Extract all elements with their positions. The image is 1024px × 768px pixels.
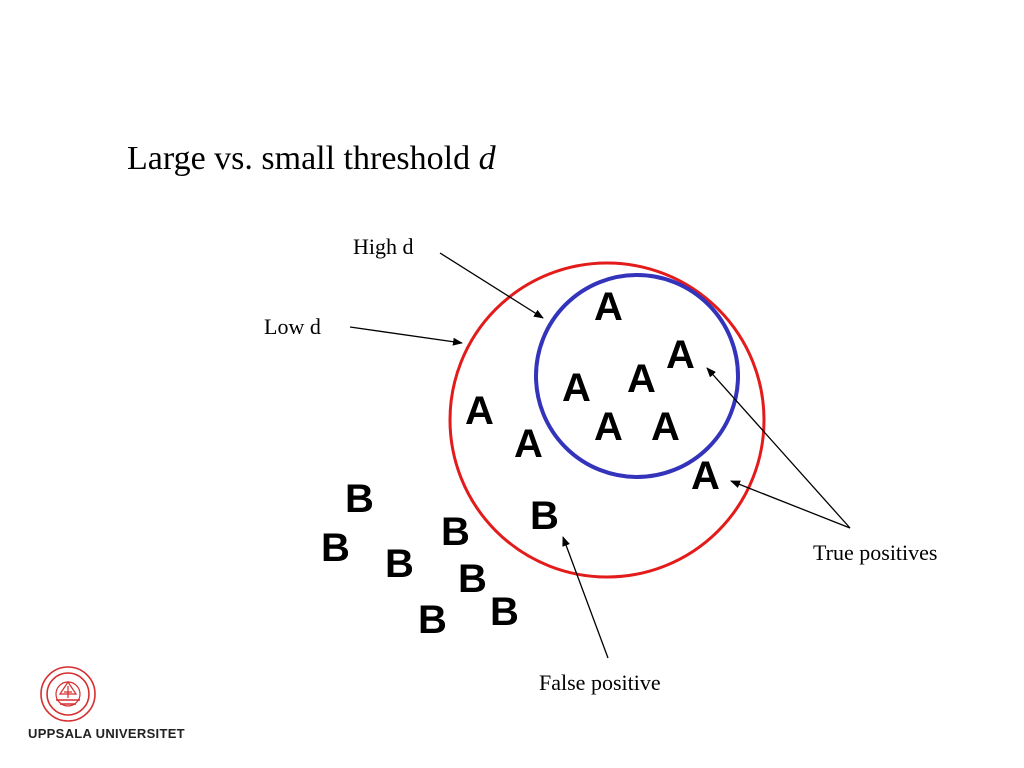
high-d-prefix: High bbox=[353, 234, 397, 259]
true-positive-arrow-2 bbox=[730, 480, 851, 529]
point-b: B bbox=[458, 557, 487, 601]
point-a: A bbox=[651, 405, 680, 449]
point-a: A bbox=[514, 422, 543, 466]
point-a: A bbox=[594, 405, 623, 449]
false-positive-label: False positive bbox=[539, 670, 661, 695]
high-d-circle bbox=[534, 273, 740, 479]
title-variable: d bbox=[478, 140, 496, 177]
university-seal-icon bbox=[40, 666, 96, 722]
point-b: B bbox=[345, 477, 374, 521]
low-d-circle bbox=[448, 261, 766, 579]
point-a: A bbox=[666, 333, 695, 377]
low-d-label: Low d bbox=[264, 314, 321, 339]
low-d-prefix: Low bbox=[264, 314, 304, 339]
point-b: B bbox=[385, 542, 414, 586]
slide-title: Large vs. small threshold d bbox=[127, 140, 496, 178]
true-positives-label: True positives bbox=[813, 540, 937, 565]
university-logo: UPPSALA UNIVERSITET bbox=[28, 664, 208, 744]
point-a: A bbox=[627, 357, 656, 401]
point-b: B bbox=[530, 494, 559, 538]
point-b: B bbox=[418, 598, 447, 642]
point-a: A bbox=[691, 454, 720, 498]
point-a: A bbox=[594, 285, 623, 329]
false-positive-arrow bbox=[562, 536, 609, 659]
low-d-variable: d bbox=[310, 314, 321, 339]
high-d-arrow bbox=[439, 252, 544, 319]
true-positive-arrow-1 bbox=[706, 367, 851, 529]
high-d-variable: d bbox=[403, 234, 414, 259]
point-b: B bbox=[490, 590, 519, 634]
point-a: A bbox=[562, 366, 591, 410]
point-a: A bbox=[465, 389, 494, 433]
low-d-arrow bbox=[349, 326, 463, 346]
point-b: B bbox=[321, 526, 350, 570]
title-text: Large vs. small threshold bbox=[127, 140, 471, 177]
point-b: B bbox=[441, 510, 470, 554]
high-d-label: High d bbox=[353, 234, 414, 259]
university-name: UPPSALA UNIVERSITET bbox=[28, 726, 185, 741]
